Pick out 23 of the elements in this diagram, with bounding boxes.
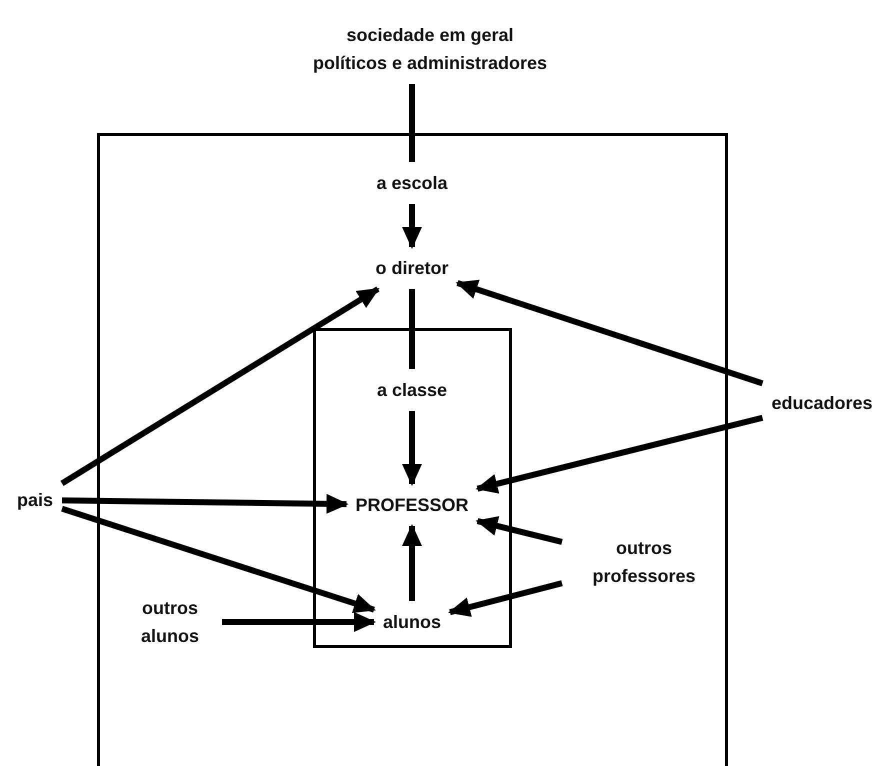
arrow <box>476 414 764 494</box>
arrow <box>448 580 563 617</box>
arrow <box>476 516 563 545</box>
node-label: o diretor <box>374 254 450 282</box>
node-label: a classe <box>374 376 450 404</box>
arrow <box>60 286 380 486</box>
arrow <box>456 280 764 386</box>
arrow <box>61 506 376 614</box>
frame-box <box>97 133 728 766</box>
frame-box <box>313 328 512 648</box>
node-label: PROFESSOR <box>353 491 471 519</box>
arrow <box>62 494 348 514</box>
node-label: alunos <box>381 608 443 636</box>
arrow <box>222 612 376 632</box>
node-label: outros professores <box>569 534 719 590</box>
arrow <box>402 204 422 249</box>
arrow <box>402 411 422 486</box>
node-label: a escola <box>374 169 450 197</box>
node-label: outros alunos <box>125 594 215 650</box>
node-label: pais <box>14 486 56 514</box>
node-label: educadores <box>769 389 875 417</box>
arrow <box>402 524 422 601</box>
node-label: sociedade em geral políticos e administradores <box>310 21 550 77</box>
